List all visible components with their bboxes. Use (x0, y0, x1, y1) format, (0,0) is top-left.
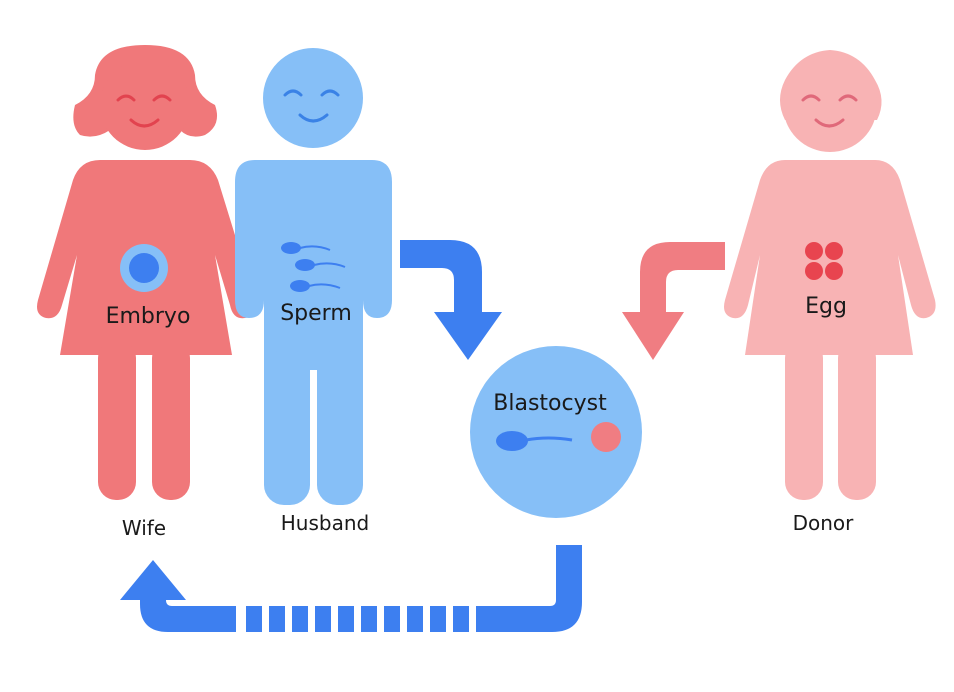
husband-right-leg (317, 350, 363, 505)
blastocyst-sperm-head (496, 431, 528, 451)
wife-smile (129, 118, 160, 128)
embryo-inner-icon (129, 253, 159, 283)
donor-figure (724, 50, 936, 500)
blastocyst-to-wife-arrow (120, 545, 582, 632)
label-husband: Husband (281, 511, 369, 535)
label-embryo: Embryo (106, 304, 191, 329)
label-donor: Donor (793, 511, 855, 535)
donor-left-eye (801, 94, 821, 102)
husband-right-eye (320, 89, 340, 97)
egg-to-blastocyst-arrow (622, 242, 725, 360)
wife-left-leg (98, 340, 136, 500)
donor-right-eye (838, 94, 858, 102)
donor-head (783, 58, 877, 152)
label-sperm: Sperm (280, 301, 352, 326)
wife-head (100, 60, 190, 150)
husband-figure (235, 48, 392, 505)
wife-right-leg (152, 340, 190, 500)
label-egg: Egg (805, 294, 847, 319)
husband-left-eye (283, 89, 303, 97)
donor-right-leg (838, 340, 876, 500)
wife-left-eye (116, 94, 136, 102)
sperm-to-blastocyst-arrow (400, 240, 502, 360)
egg-icon (805, 242, 843, 280)
donor-smile (814, 118, 845, 128)
label-wife: Wife (122, 516, 166, 540)
donor-left-leg (785, 340, 823, 500)
blastocyst-circle (470, 346, 642, 518)
husband-smile (298, 113, 329, 123)
husband-head (263, 48, 363, 148)
blastocyst-sperm-tail (525, 436, 573, 442)
blastocyst-egg (591, 422, 621, 452)
label-blastocyst: Blastocyst (493, 391, 607, 416)
husband-left-leg (264, 350, 310, 505)
blastocyst (470, 346, 642, 518)
wife-figure (37, 45, 256, 500)
wife-right-eye (152, 94, 172, 102)
sperm-icon (281, 242, 346, 292)
